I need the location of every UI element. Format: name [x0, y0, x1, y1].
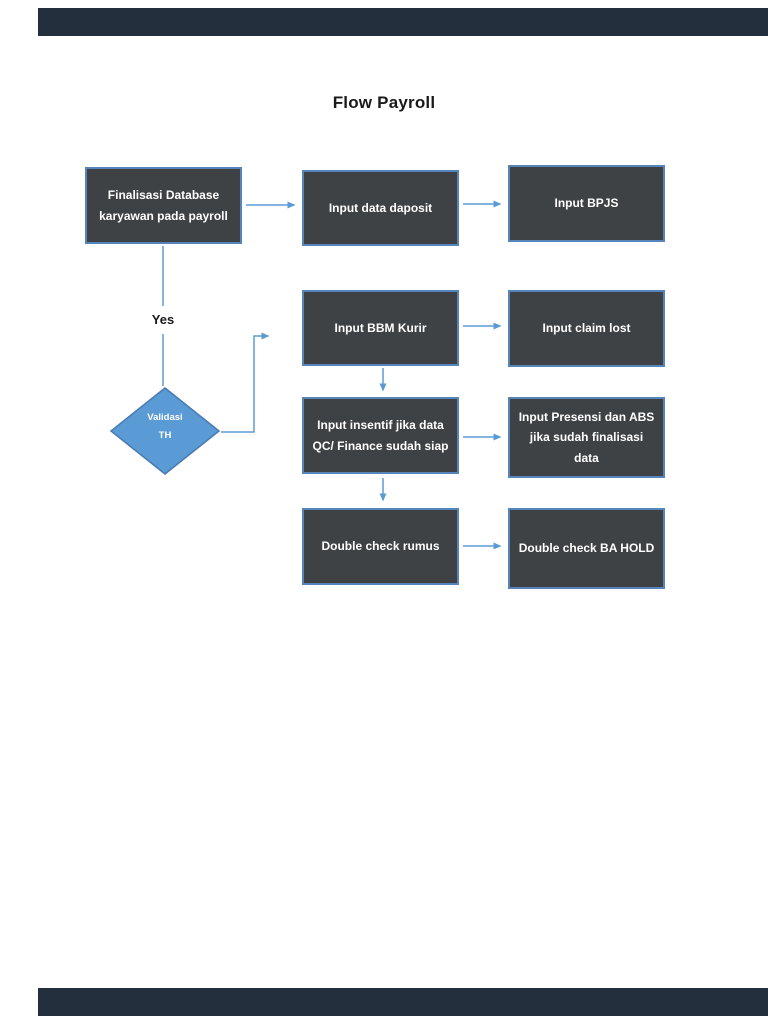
- arrow-diamond-to-bbm-icon: [221, 332, 270, 433]
- node-label: Double check rumus: [321, 539, 440, 554]
- node-label: Double check BA HOLD: [518, 541, 655, 556]
- yes-branch-label: Yes: [151, 312, 175, 327]
- node-label: Input BPJS: [554, 196, 619, 211]
- node-input-data-daposit: Input data daposit: [302, 170, 459, 246]
- node-input-bpjs: Input BPJS: [508, 165, 665, 242]
- decision-label: Validasi TH: [111, 409, 219, 445]
- node-label: Input BBM Kurir: [334, 320, 427, 335]
- page-title: Flow Payroll: [332, 93, 436, 112]
- node-input-claim-lost: Input claim lost: [508, 290, 665, 367]
- node-label: Input claim lost: [542, 321, 631, 336]
- node-double-check-ba-hold: Double check BA HOLD: [508, 508, 665, 589]
- viewer-bottom-bar: [38, 988, 768, 1016]
- node-label: Input data daposit: [328, 200, 433, 215]
- node-input-bbm-kurir: Input BBM Kurir: [302, 290, 459, 366]
- node-label: Input Presensi dan ABS jika sudah finali…: [518, 409, 655, 465]
- node-finalisasi-database: Finalisasi Database karyawan pada payrol…: [85, 167, 242, 244]
- node-input-presensi: Input Presensi dan ABS jika sudah finali…: [508, 397, 665, 478]
- viewer-top-bar: [38, 8, 768, 36]
- node-label: Finalisasi Database karyawan pada payrol…: [99, 188, 228, 223]
- node-double-check-rumus: Double check rumus: [302, 508, 459, 585]
- decision-label-line1: Validasi: [147, 412, 183, 423]
- decision-label-line2: TH: [158, 430, 172, 442]
- node-input-insentif: Input insentif jika data QC/ Finance sud…: [302, 397, 459, 474]
- node-label: Input insentif jika data QC/ Finance sud…: [312, 418, 449, 453]
